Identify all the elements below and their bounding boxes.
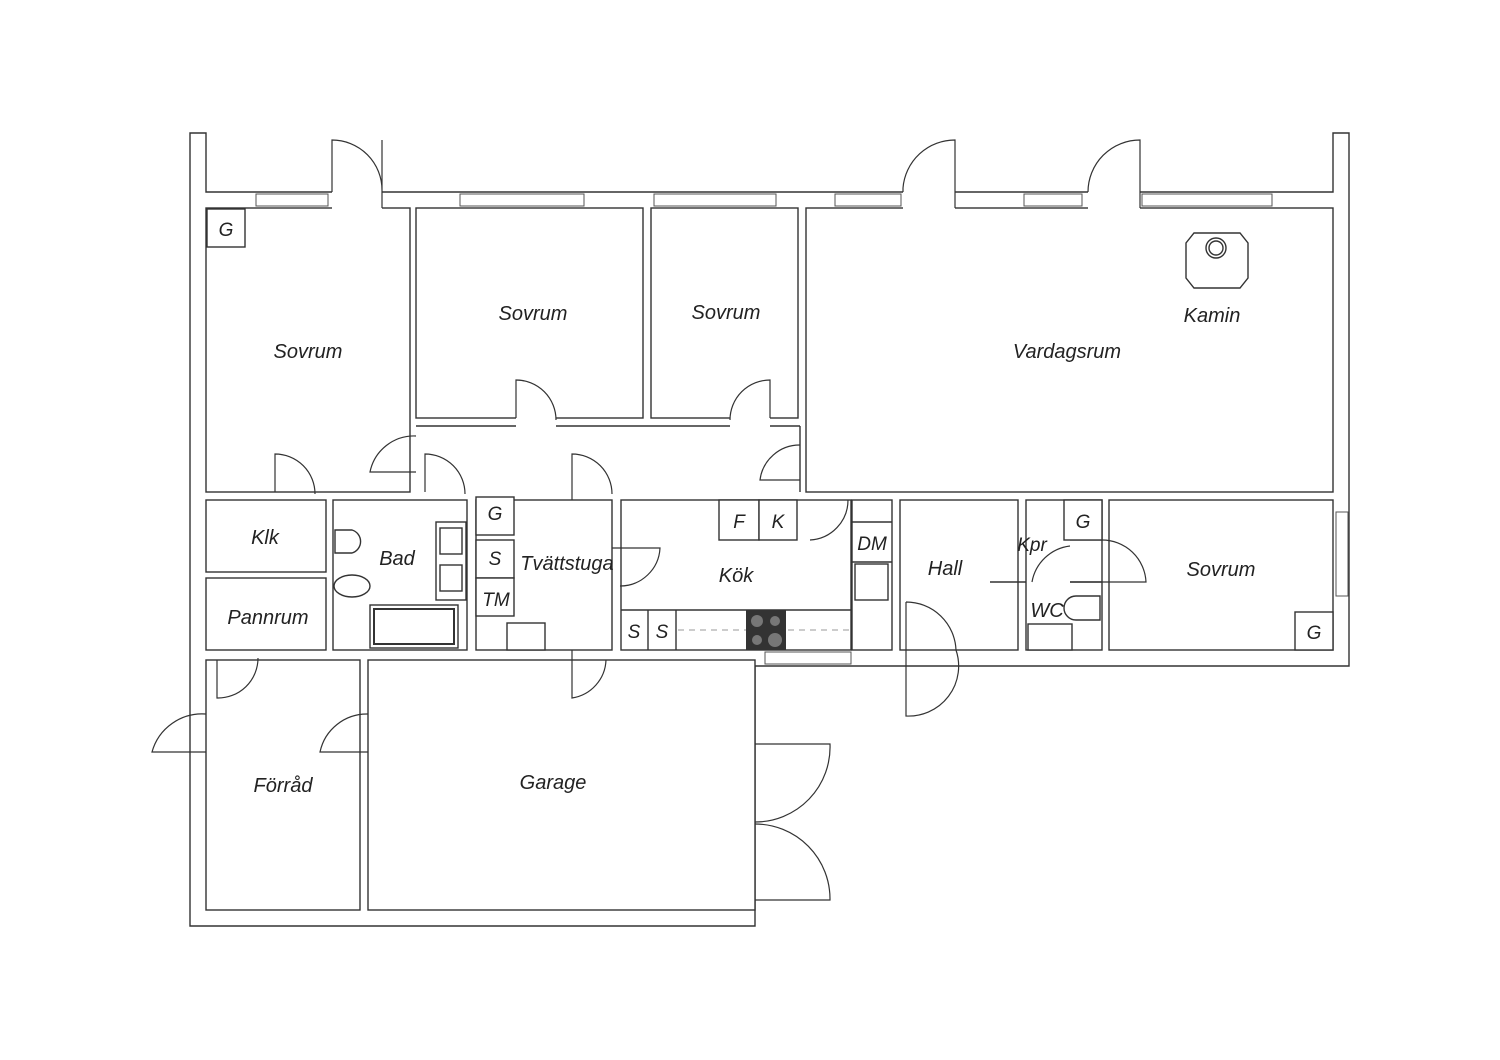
- room-garage: [367, 659, 756, 911]
- rooms: [205, 207, 1334, 911]
- label-tvattstuga: Tvättstuga: [520, 553, 613, 575]
- laundry-sink-icon: [506, 622, 546, 651]
- fixtures: G G S TM F K S S DM G G: [206, 208, 1334, 651]
- s-label: S: [628, 622, 641, 643]
- room-sovrum-1: [205, 207, 411, 493]
- label-vardagsrum: Vardagsrum: [1013, 341, 1121, 363]
- g-label: G: [488, 504, 503, 525]
- label-hall: Hall: [928, 558, 963, 580]
- doors: [151, 139, 1147, 901]
- fireplace-icon: [1185, 232, 1249, 289]
- label-sovrum: Sovrum: [1187, 559, 1256, 581]
- dm-label: DM: [857, 534, 887, 555]
- label-bad: Bad: [379, 548, 415, 570]
- g-label: G: [219, 220, 234, 241]
- room-sovrum-3: [650, 207, 799, 419]
- room-pannrum: [205, 577, 327, 651]
- wc-sink-icon: [1027, 623, 1073, 651]
- room-klk: [205, 499, 327, 573]
- g-label: G: [1076, 512, 1091, 533]
- g-box: [206, 208, 246, 248]
- label-forrad: Förråd: [254, 775, 314, 797]
- kitchen-sink-icon: [854, 563, 889, 601]
- label-kok: Kök: [719, 565, 754, 587]
- wc-toilet-icon: [1063, 595, 1101, 621]
- windows: [255, 193, 1349, 665]
- bidet-icon: [333, 574, 371, 598]
- room-hall: [899, 499, 1019, 651]
- tm-label: TM: [482, 590, 510, 611]
- label-sovrum: Sovrum: [692, 302, 761, 324]
- label-sovrum: Sovrum: [274, 341, 343, 363]
- label-kpr: Kpr: [1017, 535, 1047, 556]
- s-label: S: [656, 622, 669, 643]
- label-kamin: Kamin: [1184, 305, 1241, 327]
- s-label: S: [489, 549, 502, 570]
- outer-wall: [189, 132, 1350, 927]
- room-sovrum-2: [415, 207, 644, 419]
- k-label: K: [772, 512, 786, 533]
- room-labels: Sovrum Sovrum Sovrum Vardagsrum Kamin Kl…: [227, 302, 1255, 797]
- label-pannrum: Pannrum: [227, 607, 308, 629]
- label-sovrum: Sovrum: [499, 303, 568, 325]
- f-label: F: [733, 512, 746, 533]
- toilet-icon: [334, 529, 362, 554]
- room-forrad: [205, 659, 361, 911]
- bathtub-icon: [369, 604, 459, 649]
- label-klk: Klk: [251, 527, 280, 549]
- label-wc: WC: [1030, 600, 1064, 622]
- g-label: G: [1307, 623, 1322, 644]
- label-garage: Garage: [520, 772, 587, 794]
